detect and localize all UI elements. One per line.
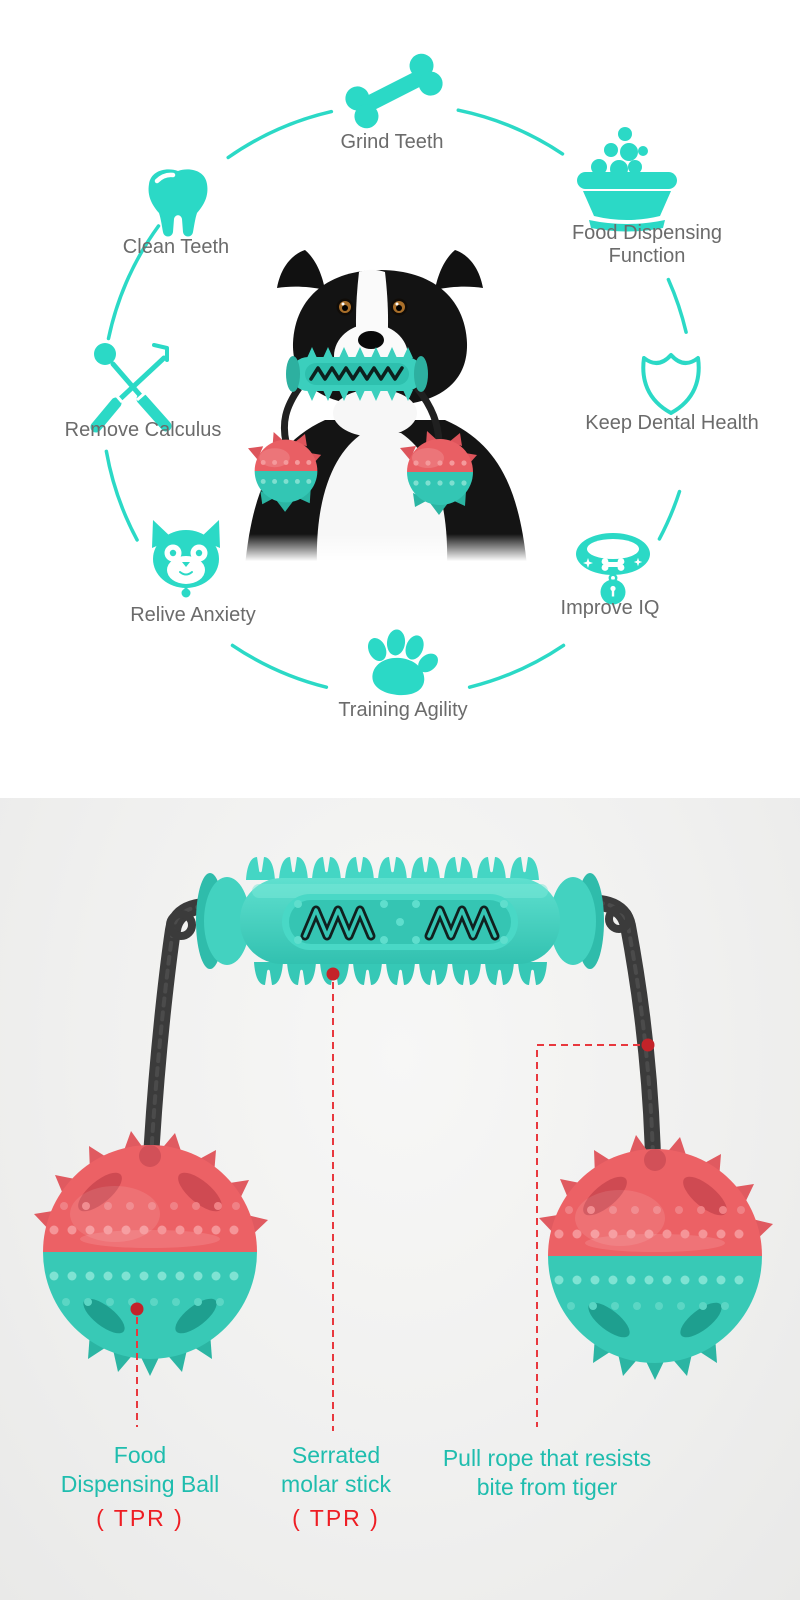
label-remove-calculus: Remove Calculus — [64, 419, 222, 441]
label-training-agility: Training Agility — [338, 699, 468, 721]
dog-eye — [336, 298, 354, 316]
callout-serrated-molar-stick: Serrated molar stick ( TPR ) — [281, 1442, 391, 1531]
callout-food-dispensing-ball: Food Dispensing Ball ( TPR ) — [60, 1442, 220, 1531]
food-dispensing-ball-left — [34, 1131, 268, 1376]
label-grind-teeth: Grind Teeth — [340, 131, 444, 153]
product-section — [0, 798, 800, 1600]
label-keep-dental-health: Keep Dental Health — [585, 412, 759, 434]
material-tpr: ( TPR ) — [292, 1505, 380, 1531]
dog-eye — [390, 298, 408, 316]
paw-icon — [368, 629, 438, 696]
label-relive-anxiety: Relive Anxiety — [130, 604, 256, 626]
dental-tools-icon — [90, 343, 172, 433]
product-photo — [34, 857, 773, 1431]
food-dispensing-ball-right — [539, 1135, 773, 1380]
annotation-lines — [136, 982, 640, 1431]
label-clean-teeth: Clean Teeth — [122, 236, 230, 258]
label-food-dispensing: Food Dispensing Function — [571, 222, 723, 267]
pull-rope — [143, 894, 661, 1166]
shield-icon — [641, 353, 701, 415]
feature-ring — [90, 53, 701, 696]
dog-collar-icon — [576, 533, 650, 605]
dog-face-icon — [152, 520, 220, 598]
molar-stick-in-mouth — [286, 347, 428, 401]
callout-pull-rope: Pull rope that resists bite from tiger — [442, 1445, 652, 1500]
material-tpr: ( TPR ) — [96, 1505, 184, 1531]
feature-ring-arcs — [104, 108, 688, 689]
serrated-molar-stick — [196, 857, 604, 985]
annotation-dots — [130, 967, 655, 1316]
dog-photo — [235, 250, 565, 566]
label-improve-iq: Improve IQ — [560, 597, 660, 619]
tooth-icon — [148, 169, 208, 237]
food-bowl-icon — [577, 127, 677, 232]
bone-icon — [345, 53, 443, 129]
